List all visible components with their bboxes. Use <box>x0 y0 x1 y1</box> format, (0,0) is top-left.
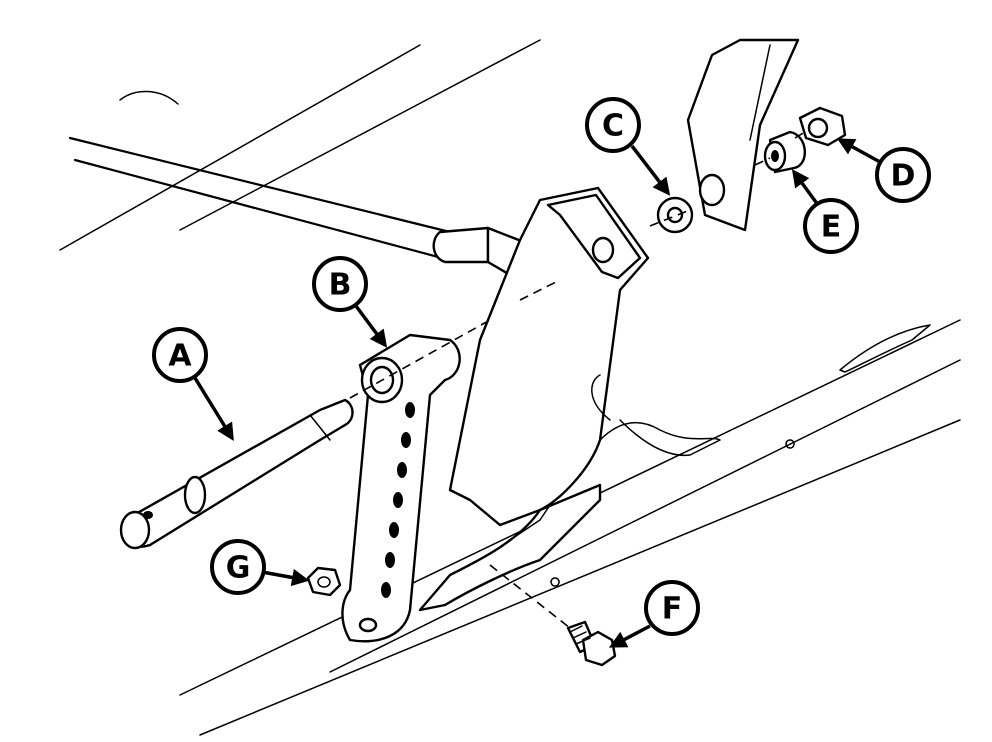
bushing-e <box>763 130 807 174</box>
bolt-f <box>566 620 617 667</box>
callout-label-d: D <box>891 159 916 194</box>
callout-label-f: F <box>662 592 683 627</box>
callout-a: A <box>152 327 234 441</box>
callout-d: D <box>836 138 931 203</box>
link-arm-holes <box>381 402 415 598</box>
mounting-bracket <box>418 186 721 612</box>
callout-label-c: C <box>602 109 624 144</box>
callout-c: C <box>585 97 671 196</box>
washer-c <box>656 196 694 234</box>
side-plate <box>686 38 800 232</box>
assembly-guides <box>349 131 806 629</box>
callout-label-b: B <box>329 268 352 303</box>
nut-g <box>306 566 342 597</box>
long-rod <box>68 136 490 264</box>
callout-g: G <box>210 539 310 595</box>
callout-e: E <box>791 169 859 254</box>
pin-a <box>119 398 354 550</box>
callout-label-e: E <box>821 210 842 245</box>
callout-label-a: A <box>168 339 192 374</box>
callout-label-g: G <box>226 551 251 586</box>
callout-b: B <box>312 256 388 348</box>
callout-f: F <box>608 580 700 648</box>
nut-d <box>798 106 847 147</box>
